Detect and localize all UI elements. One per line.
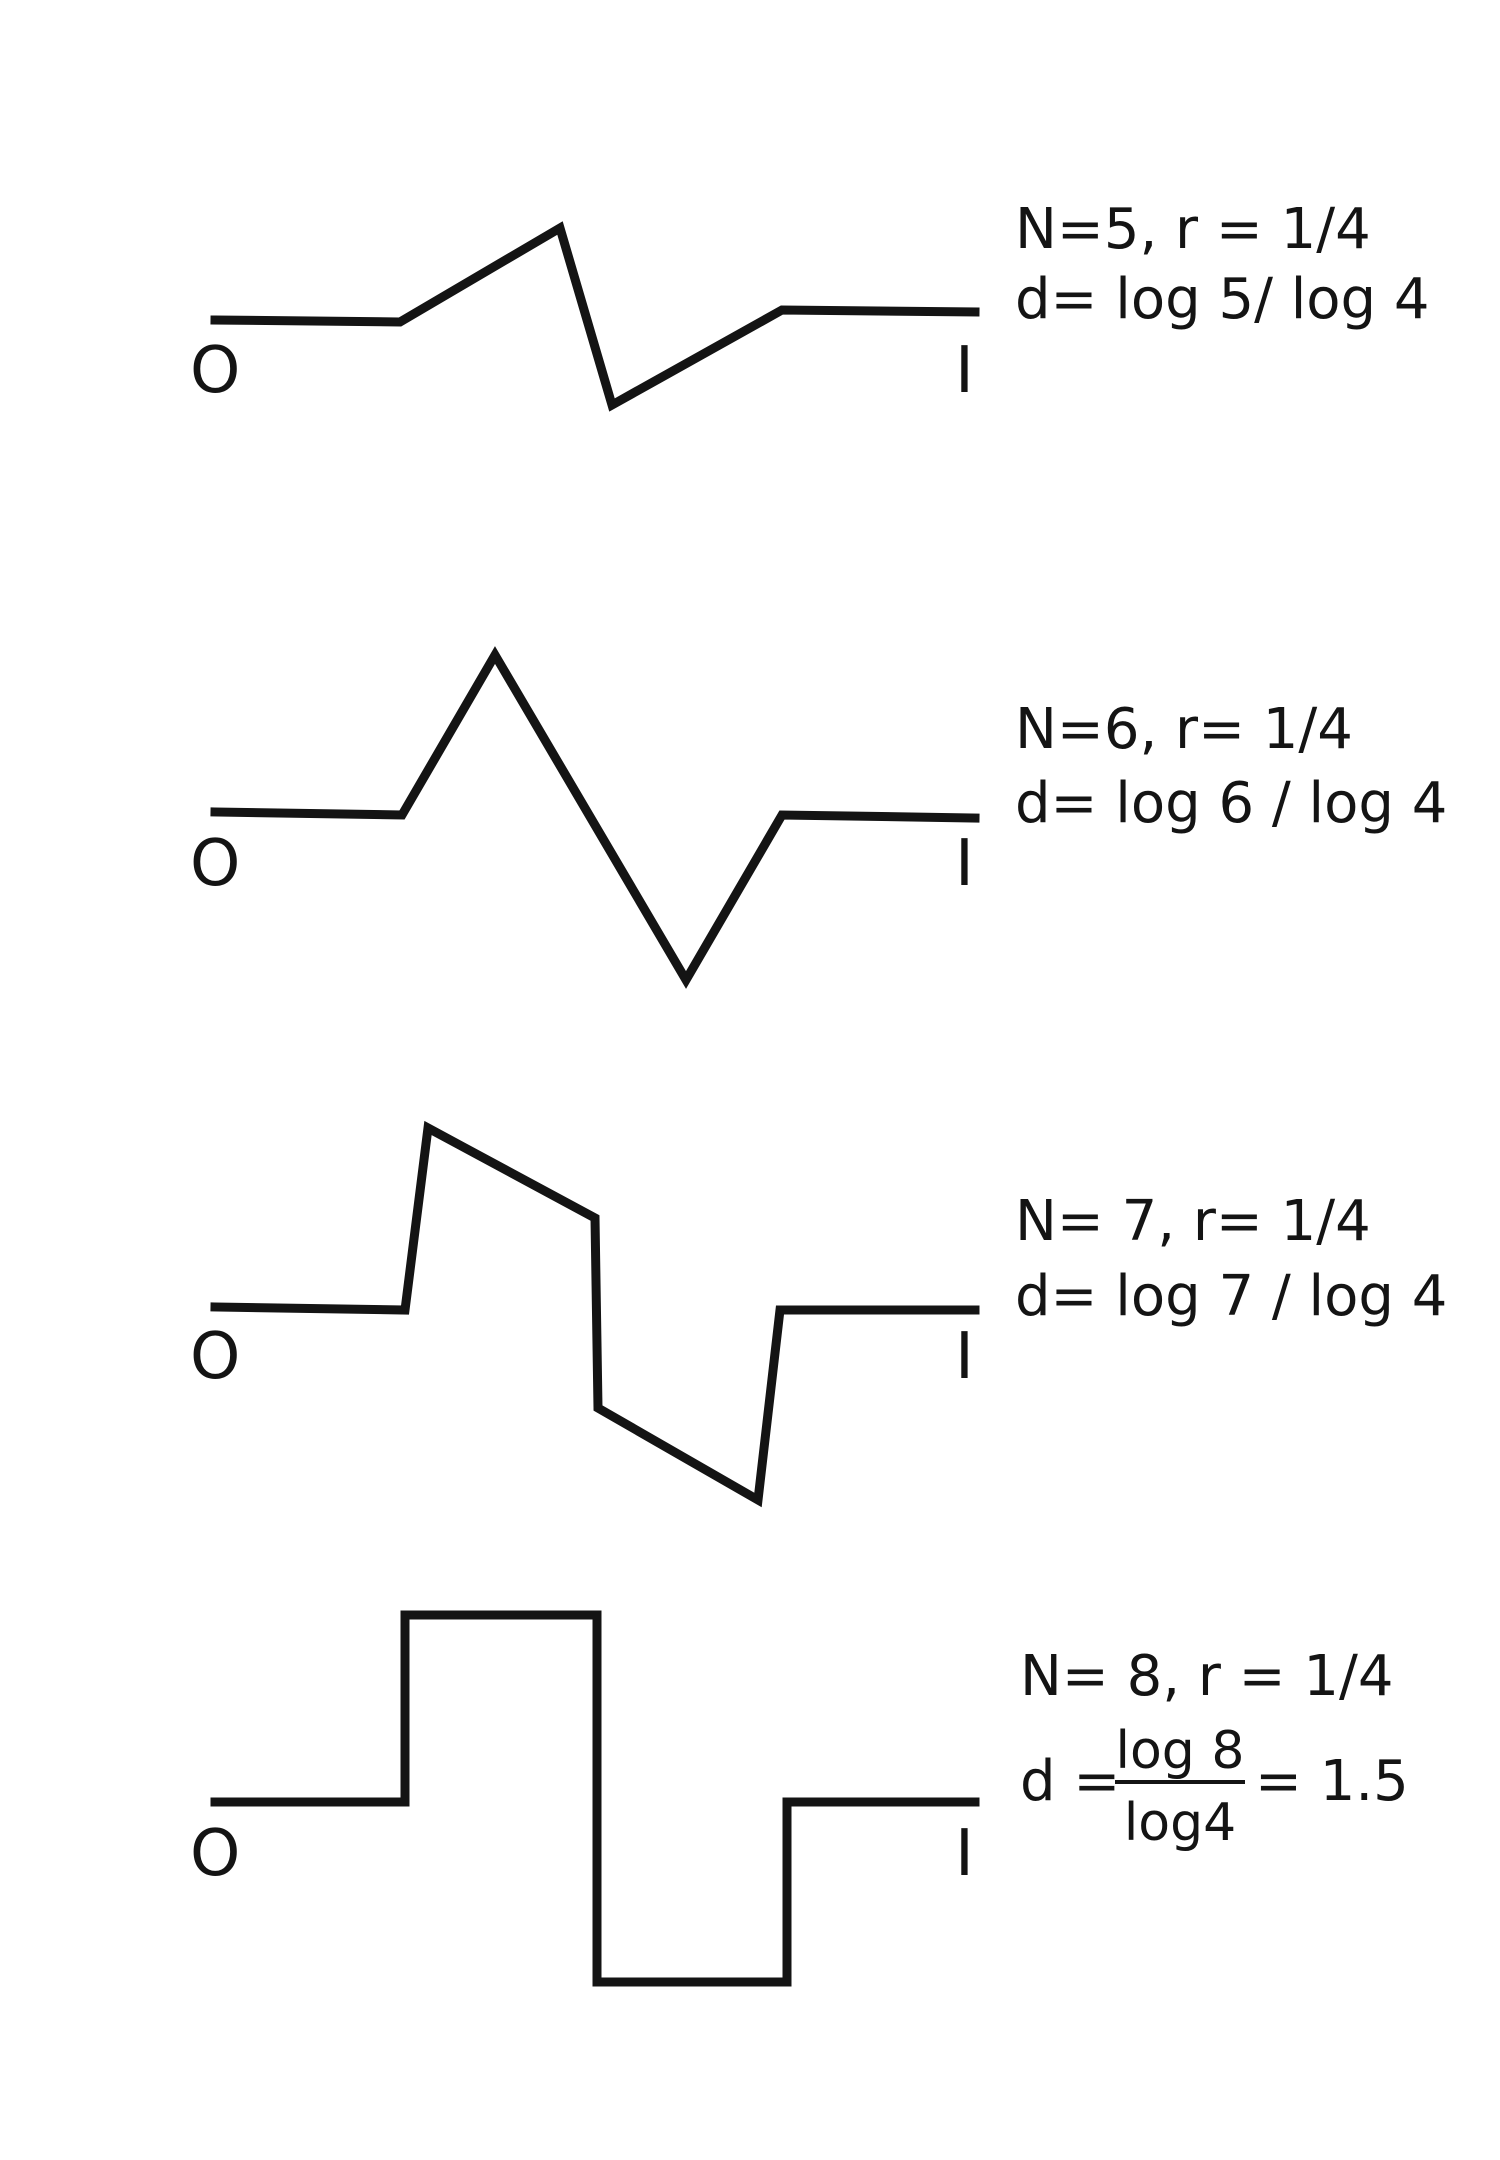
caption-dimension: d= log 6 / log 4 bbox=[1015, 771, 1447, 836]
end-label: I bbox=[955, 334, 974, 408]
caption-n-r: N= 7, r= 1/4 bbox=[1015, 1189, 1371, 1254]
end-label: I bbox=[955, 1320, 974, 1394]
end-label: I bbox=[955, 827, 974, 901]
caption-n-r: N=6, r= 1/4 bbox=[1015, 697, 1353, 762]
panel-n8: O I N= 8, r = 1/4 d = log 8 log4 = 1.5 bbox=[190, 1610, 1409, 1987]
panel-n7: O I N= 7, r= 1/4 d= log 7 / log 4 bbox=[190, 1120, 1447, 1508]
generator-curve-n5 bbox=[210, 221, 980, 412]
panel-n5: O I N=5, r = 1/4 d= log 5/ log 4 bbox=[190, 197, 1430, 412]
caption-n-r: N=5, r = 1/4 bbox=[1015, 197, 1371, 262]
end-label: I bbox=[955, 1817, 974, 1891]
caption-dimension-denominator: log4 bbox=[1124, 1793, 1236, 1853]
caption-n-r: N= 8, r = 1/4 bbox=[1020, 1644, 1394, 1709]
caption-dimension: d= log 7 / log 4 bbox=[1015, 1264, 1447, 1329]
caption-dimension-prefix: d = bbox=[1020, 1749, 1120, 1814]
panel-n6: O I N=6, r= 1/4 d= log 6 / log 4 bbox=[190, 646, 1447, 989]
generator-curve-n6 bbox=[210, 646, 980, 989]
caption-dimension-result: = 1.5 bbox=[1255, 1749, 1409, 1814]
start-label: O bbox=[190, 1320, 240, 1394]
generator-curve-n8 bbox=[210, 1610, 980, 1987]
start-label: O bbox=[190, 1817, 240, 1891]
caption-dimension-numerator: log 8 bbox=[1116, 1721, 1245, 1781]
start-label: O bbox=[190, 827, 240, 901]
caption-dimension: d= log 5/ log 4 bbox=[1015, 267, 1430, 332]
start-label: O bbox=[190, 334, 240, 408]
generator-curve-n7 bbox=[210, 1120, 980, 1508]
